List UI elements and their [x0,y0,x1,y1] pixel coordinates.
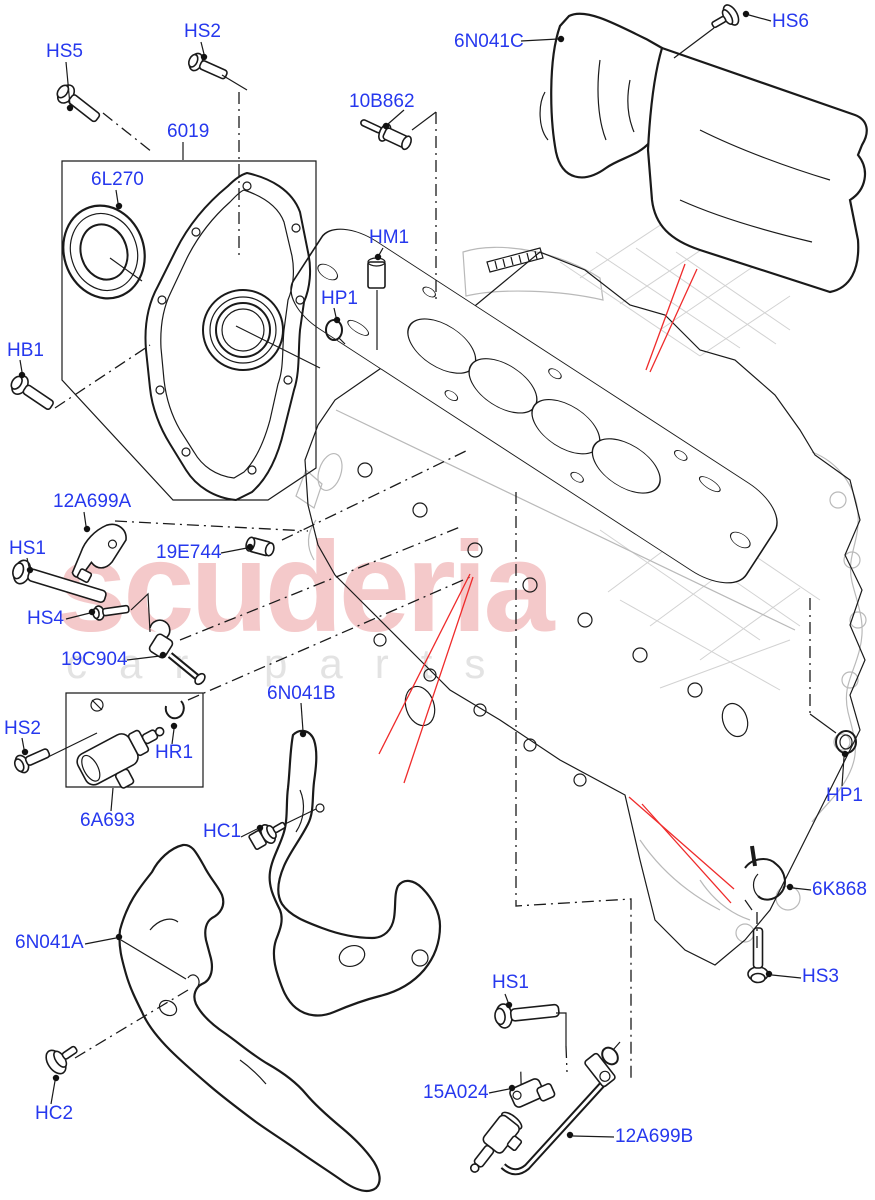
part-label-hs2-lower[interactable]: HS2 [4,718,41,739]
clip-6k868 [744,845,786,911]
part-label-hs4[interactable]: HS4 [27,608,64,629]
bolt-hs1-bottom [494,1003,560,1029]
bolt-hs1-left [12,559,107,603]
pin-hs6 [711,4,740,29]
solenoid-6a693 [65,692,204,789]
part-label-6019[interactable]: 6019 [167,121,210,142]
part-label-6n041b[interactable]: 6N041B [267,683,336,704]
part-label-hb1[interactable]: HB1 [7,340,44,361]
part-label-19c904[interactable]: 19C904 [61,649,128,670]
bolt-hb1 [10,375,54,411]
sensor-19c904 [148,619,206,686]
engine-block-drawing [290,228,866,966]
striped-wedge [486,247,544,273]
insulator-6n041c-drawing [539,12,868,294]
oring-hp1-right [809,713,857,754]
part-label-10b862[interactable]: 10B862 [349,91,415,112]
part-label-6a693[interactable]: 6A693 [80,810,135,831]
timing-cover-box-drawing [61,160,321,502]
red-pointer-lines [378,263,735,904]
part-label-6k868[interactable]: 6K868 [812,879,867,900]
dowel-hm1 [367,257,386,350]
screw-hs4 [92,604,130,621]
clip-hr1 [164,700,185,720]
bolt-hs2-lower [13,748,51,774]
part-label-12a699b[interactable]: 12A699B [615,1126,694,1147]
engine-gray-details [295,219,867,943]
part-label-hs3[interactable]: HS3 [802,966,839,987]
part-label-hc2[interactable]: HC2 [35,1103,74,1124]
part-label-hp1-upper[interactable]: HP1 [321,288,358,309]
sensor-10b862 [360,119,412,151]
part-label-hs6[interactable]: HS6 [772,11,809,32]
hatch-pattern-upper [559,219,791,357]
watermark-brand: scuderia [56,516,554,659]
pin-hc2 [45,1045,78,1075]
sensor-12a699a [71,523,127,583]
head-gasket-drawing [290,228,778,584]
part-label-hs2-upper[interactable]: HS2 [184,21,221,42]
pin-hc1 [248,821,287,850]
part-label-12a699a[interactable]: 12A699A [53,491,132,512]
pipe-12a699b [469,1041,621,1176]
bolt-hs3 [747,927,769,984]
insulator-6n041a-drawing [118,843,381,1192]
part-label-6n041c[interactable]: 6N041C [454,31,524,52]
assembly-centerlines [54,74,811,1078]
part-label-15a024[interactable]: 15A024 [423,1082,489,1103]
part-label-19e744[interactable]: 19E744 [156,542,222,563]
small-parts [10,4,857,1176]
sensor-15a024 [509,1071,556,1108]
part-label-hc1[interactable]: HC1 [203,821,242,842]
part-label-6n041a[interactable]: 6N041A [15,932,84,953]
part-label-hs5[interactable]: HS5 [46,41,83,62]
part-label-hp1-right[interactable]: HP1 [826,785,863,806]
part-label-hs1-bottom[interactable]: HS1 [492,972,529,993]
bolt-hs5 [56,84,101,123]
part-label-hs1-left[interactable]: HS1 [9,538,46,559]
watermark-tagline: car parts [66,640,518,687]
part-label-hm1[interactable]: HM1 [369,227,410,248]
bolt-hs2-upper [187,52,228,80]
part-label-hr1[interactable]: HR1 [155,742,194,763]
insulator-6n041b-drawing [268,729,442,1017]
seal-6l270-drawing [62,204,146,300]
label-leaders [18,10,849,1139]
part-label-6l270[interactable]: 6L270 [91,169,144,190]
